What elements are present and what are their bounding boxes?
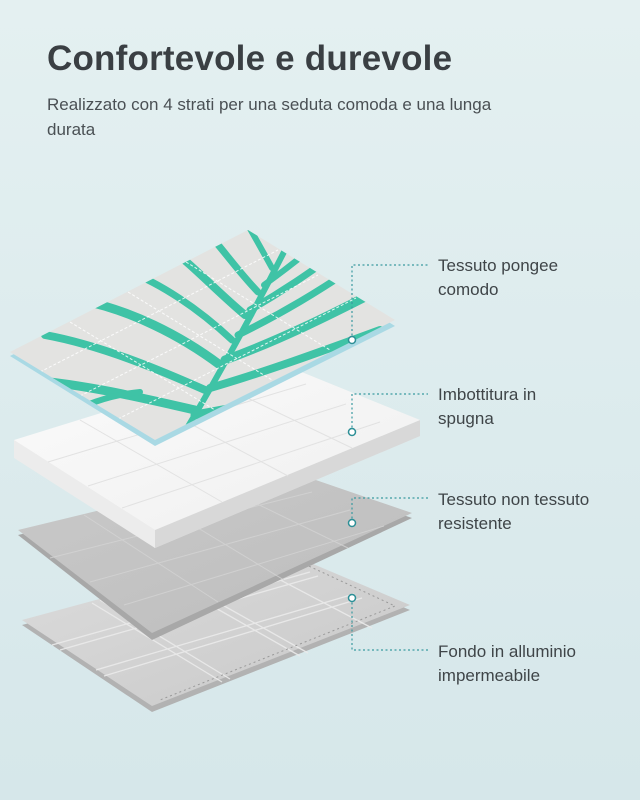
- label-line: impermeabile: [438, 666, 541, 685]
- label-line: resistente: [438, 514, 512, 533]
- label-line: spugna: [438, 409, 494, 428]
- label-pongee-fabric: Tessuto pongee comodo: [438, 254, 628, 302]
- page-title: Confortevole e durevole: [47, 39, 453, 78]
- label-aluminium-bottom: Fondo in alluminio impermeabile: [438, 640, 628, 688]
- label-line: Tessuto pongee: [438, 256, 559, 275]
- label-nonwoven-fabric: Tessuto non tessuto resistente: [438, 488, 628, 536]
- label-line: Fondo in alluminio: [438, 642, 576, 661]
- label-foam-padding: Imbottitura in spugna: [438, 383, 628, 431]
- label-line: Imbottitura in: [438, 385, 537, 404]
- callout-dots: [347, 335, 357, 603]
- callout-lines: [351, 264, 428, 651]
- label-line: Tessuto non tessuto: [438, 490, 590, 509]
- page-subtitle: Realizzato con 4 strati per una seduta c…: [47, 95, 492, 139]
- label-line: comodo: [438, 280, 499, 299]
